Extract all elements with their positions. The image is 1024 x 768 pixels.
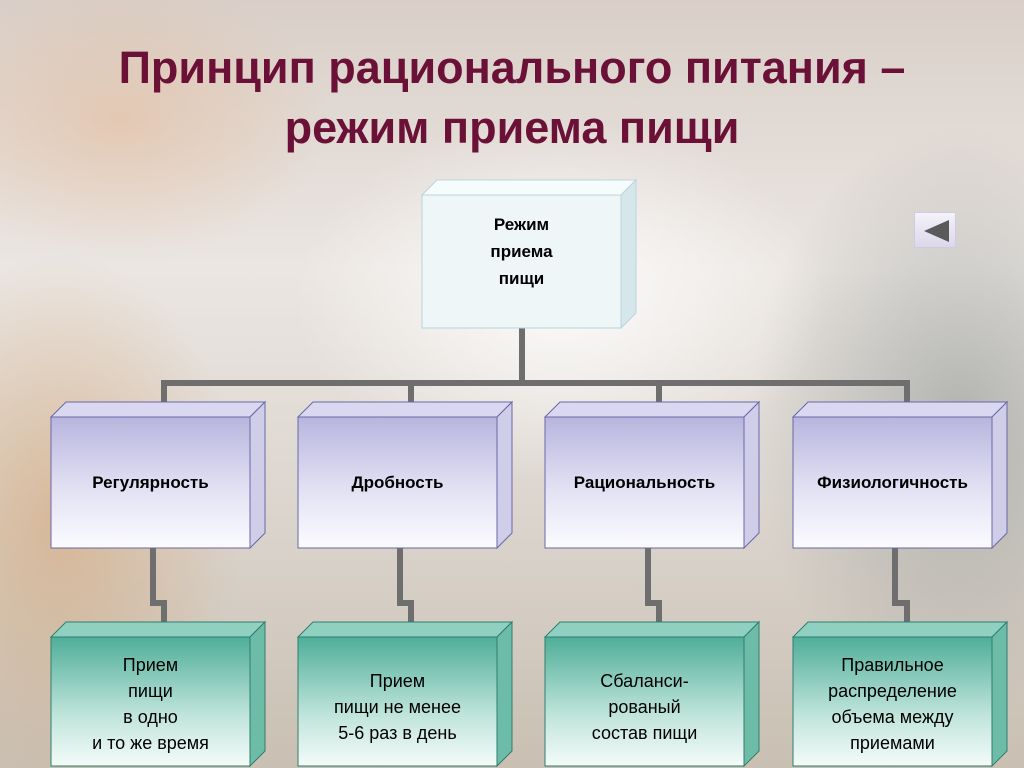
detail-label-fractionality: Прием пищи не менее 5-6 раз в день — [334, 670, 461, 743]
root-line-1: Режим — [493, 215, 550, 234]
root-node: Режим приема пищи — [420, 178, 638, 330]
detail-label-rationality: Сбаланси- рованый состав пищи — [591, 670, 698, 743]
principle-node-physiology: Физиологичность — [791, 400, 1009, 550]
connector-principle-3-detail — [645, 545, 662, 628]
connector-principle-1-detail — [150, 545, 167, 628]
detail-node-regularity: Прием пищи в одно и то же время — [49, 620, 267, 768]
root-node-label: Режим приема пищи — [422, 195, 621, 328]
connector-principle-4-detail — [892, 545, 910, 628]
page-title: Принцип рационального питания – режим пр… — [0, 38, 1024, 158]
principle-label-rationality: Рациональность — [573, 472, 716, 492]
principle-node-rationality: Рациональность — [543, 400, 761, 550]
principle-node-regularity: Регулярность — [49, 400, 267, 550]
detail-node-physiology: Правильное распределение объема между пр… — [791, 620, 1009, 768]
principle-label-fractionality: Дробность — [351, 472, 444, 492]
connector-principle-2-detail — [397, 545, 414, 628]
triangle-left-icon — [924, 220, 949, 242]
detail-node-fractionality: Прием пищи не менее 5-6 раз в день — [296, 620, 514, 768]
principle-label-physiology: Физиологичность — [817, 472, 968, 492]
root-line-2: приема — [490, 242, 553, 261]
back-button[interactable] — [914, 212, 956, 248]
detail-label-physiology: Правильное распределение объема между пр… — [828, 654, 957, 753]
principle-node-fractionality: Дробность — [296, 400, 514, 550]
root-line-3: пищи — [498, 269, 545, 288]
detail-label-regularity: Прием пищи в одно и то же время — [92, 654, 209, 753]
detail-node-rationality: Сбаланси- рованый состав пищи — [543, 620, 761, 768]
title-line-2: режим приема пищи — [284, 102, 740, 153]
title-line-1: Принцип рационального питания – — [118, 42, 906, 93]
principle-label-regularity: Регулярность — [92, 472, 209, 492]
